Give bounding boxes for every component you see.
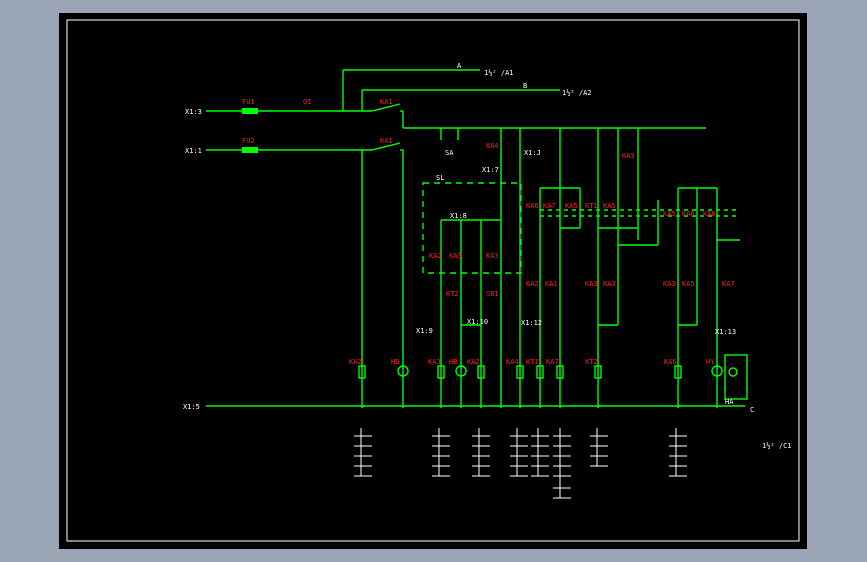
- coil-label: KT2: [585, 358, 598, 366]
- alarm-ha-label: HA: [725, 398, 734, 406]
- contact-label: SB1: [486, 290, 499, 298]
- contact-label: KA3: [449, 252, 462, 260]
- contact-label: KA3: [603, 280, 616, 288]
- contact-label: KT1: [585, 202, 598, 210]
- terminal-x112-label: X1:12: [521, 319, 542, 327]
- contact-label: KA2: [526, 280, 539, 288]
- fuse-fu1-label: FU1: [242, 98, 255, 106]
- lamp-label: HY: [706, 358, 715, 366]
- contact-label: KA1: [545, 280, 558, 288]
- input-x11-label: X1:1: [185, 147, 202, 155]
- coil-label: KA2: [467, 358, 480, 366]
- coil-label: KT1: [526, 358, 539, 366]
- contact-label: KA5: [603, 202, 616, 210]
- terminal-x19-label: X1:9: [416, 327, 433, 335]
- coil-label: KA7: [546, 358, 559, 366]
- terminal-x110-label: X1:10: [467, 318, 488, 326]
- contact-label: KT2: [446, 290, 459, 298]
- contact-label: KA5: [565, 202, 578, 210]
- fuse-fu2-label: FU2: [242, 137, 255, 145]
- contact-label: KA2: [429, 252, 442, 260]
- contact-label: KA3: [622, 152, 635, 160]
- bus-a-label: A: [457, 62, 462, 70]
- red-labels: FU1 FU2 Q1 KA1 KA1 KA4 KA3 KA2 KA3 KA3 K…: [242, 98, 735, 366]
- level-switch-label: SL: [436, 174, 444, 182]
- contact-label: KA4: [486, 142, 499, 150]
- terminal-x18-label: X1:8: [450, 212, 467, 220]
- white-labels: X1:3 X1:1 X1:5 A 1½² /A1 B 1½² /A2 C 1½²…: [183, 62, 792, 450]
- contact-label: KA5: [682, 280, 695, 288]
- contact-label: KA3: [486, 252, 499, 260]
- bus-c-label: C: [750, 406, 754, 414]
- bus-a-ref: 1½² /A1: [484, 69, 514, 77]
- bus-b-ref: 1½² /A2: [562, 89, 592, 97]
- contact-label: KA6: [703, 210, 716, 218]
- contact-tables: [354, 428, 687, 499]
- contact-label: KA1: [380, 137, 393, 145]
- coil-label: KA2: [349, 358, 362, 366]
- lamp-label: HB: [449, 358, 457, 366]
- coil-label: KA3: [428, 358, 441, 366]
- contact-label: KA1: [380, 98, 393, 106]
- contact-label: KA3: [585, 280, 598, 288]
- wiring: [206, 69, 748, 408]
- contact-label: KA5: [663, 210, 676, 218]
- input-x15-label: X1:5: [183, 403, 200, 411]
- terminal-xj-label: X1:J: [524, 149, 541, 157]
- contact-label: KA6: [682, 210, 695, 218]
- coil-label: KA4: [506, 358, 519, 366]
- contact-label: KA6: [526, 202, 539, 210]
- bus-b-label: B: [523, 82, 527, 90]
- terminal-x17-label: X1:7: [482, 166, 499, 174]
- fuse-symbols: [242, 108, 258, 153]
- breaker-q1-label: Q1: [303, 98, 311, 106]
- input-x13-label: X1:3: [185, 108, 202, 116]
- terminal-x113-label: X1:13: [715, 328, 736, 336]
- selector-label: SA: [445, 149, 454, 157]
- sheet-border: [66, 19, 800, 542]
- contact-label: KA3: [663, 280, 676, 288]
- bus-c-ref: 1½² /C1: [762, 442, 792, 450]
- contact-label: KA7: [722, 280, 735, 288]
- lamp-label: HG: [391, 358, 399, 366]
- coil-label: KA6: [664, 358, 677, 366]
- contact-label: KA7: [543, 202, 556, 210]
- drawing-sheet: [59, 13, 807, 549]
